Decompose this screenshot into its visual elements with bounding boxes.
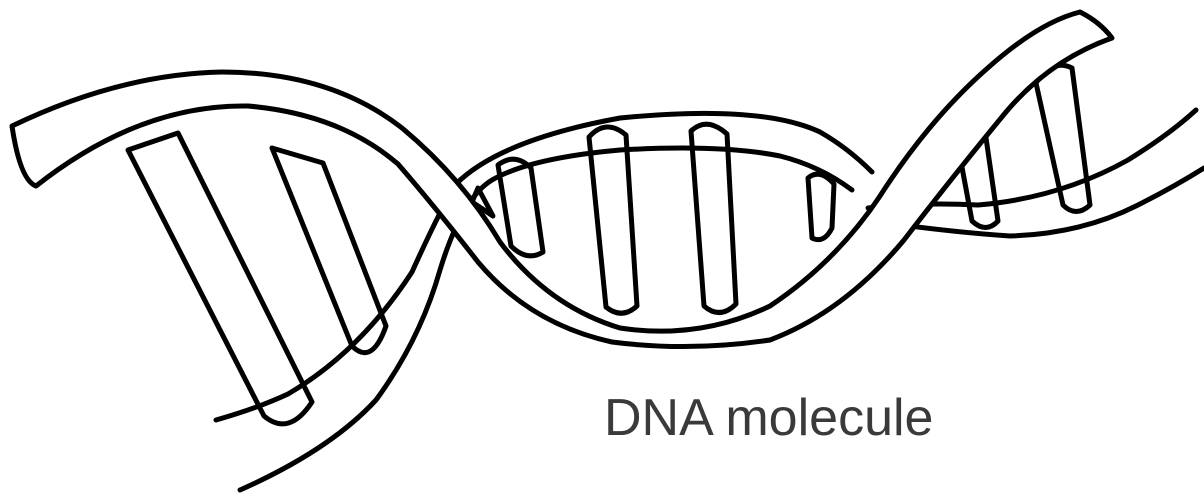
base-pair-rung bbox=[808, 174, 834, 239]
base-pair-rung bbox=[691, 124, 736, 312]
base-pair-rung bbox=[272, 148, 386, 353]
diagram-caption: DNA molecule bbox=[604, 392, 933, 444]
